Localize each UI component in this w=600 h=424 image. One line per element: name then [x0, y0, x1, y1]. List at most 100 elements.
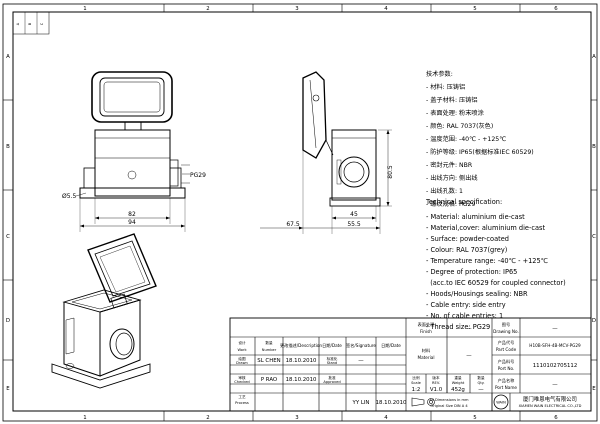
work-cn: 设计 [238, 340, 246, 345]
rev-en: REV. [432, 381, 440, 385]
description-header: 更改描述/Description [280, 342, 322, 349]
tech-en-line: - Temperature range: -40℃ - +125℃ [426, 257, 548, 265]
front-view-dims: 82 94 Ø5.5 PG29 [62, 172, 206, 226]
port-no-en: Port No. [498, 366, 515, 371]
tech-spec-en: . Technical specification: [425, 198, 502, 206]
work-en: Work [237, 348, 247, 352]
col-label: 3 [295, 415, 298, 421]
tech-cn-line: - 螺纹规格: PG29 [426, 200, 475, 208]
tech-en-line: (acc.to IEC 60529 for coupled connector) [426, 279, 566, 287]
projection-symbol-icon [411, 397, 435, 407]
process-en: Process [235, 401, 249, 405]
tech-cn-line: - 防护等级: IP65(根据标准IEC 60529) [426, 148, 534, 156]
drawn-date: 18.10.2010 [286, 358, 317, 364]
scale-cn: 比例 [412, 375, 420, 380]
tech-en-line: - Degree of protection: IP65 [426, 268, 517, 276]
front-view [75, 71, 190, 232]
stand-cn: 标准化 [327, 356, 338, 361]
tech-cn-line: - 密封元件: NBR [426, 161, 473, 169]
drawing-no-value: — [552, 326, 558, 332]
tech-spec-en-lines: - Material: aluminium die-cast - Materia… [426, 213, 566, 331]
number-en: Number [262, 348, 277, 352]
col-label: 1 [83, 415, 86, 421]
stand-value: — [358, 358, 364, 364]
row-label: C [6, 234, 10, 240]
weight-value: 452g [451, 387, 465, 393]
finish-cn: 表面处理 [418, 321, 436, 328]
tech-cn-line: - 出线方向: 侧出线 [426, 174, 478, 182]
process-date: 18.10.2010 [376, 400, 407, 406]
revision-col: A [16, 22, 20, 25]
company-name-cn: 厦门唯恩电气有限公司 [523, 395, 577, 403]
checked-en: Checked [234, 380, 249, 384]
process-name: YY LIN [352, 400, 370, 406]
frame-labels: 1 2 3 4 5 6 1 2 3 4 5 6 A B C D E A B C … [6, 6, 596, 421]
date-header: 日期/Date [322, 343, 342, 349]
material-value: — [466, 353, 472, 359]
logo-text: WAIN [496, 401, 506, 405]
tech-cn-line: - 出线孔数: 1 [426, 187, 463, 195]
tech-en-title: Technical specification: [425, 198, 502, 206]
revision-col: B [28, 22, 32, 25]
part-code-en: Part Code [496, 347, 517, 352]
col-label: 5 [473, 6, 476, 12]
weight-cn: 重量 [454, 375, 462, 380]
scale-value: 1:2 [412, 387, 421, 393]
checked-date: 18.10.2010 [286, 377, 317, 383]
tech-cn-line: - 表面处理: 粉末喷涂 [426, 109, 484, 117]
drawing-no-en: Drawing No. [493, 329, 519, 334]
title-block-text: 表面处理 Finish — 材料 Material — 图号 Drawing N… [234, 321, 581, 408]
tech-cn-line: - 温度范围: -40℃ - +125℃ [426, 135, 506, 143]
dim-67-5: 67.5 [286, 221, 300, 228]
row-label: E [592, 386, 596, 392]
port-no-cn: 产品料号 [498, 358, 515, 365]
col-label: 2 [206, 415, 209, 421]
row-label: B [592, 144, 596, 150]
qty-value: — [478, 387, 484, 393]
date-header-2: 日期/Date [381, 343, 401, 349]
tech-cn-line: - 材料: 压铸铝 [426, 83, 465, 91]
tech-en-line: - Hoods/Housings sealing: NBR [426, 290, 528, 298]
company-logo: WAIN [493, 394, 509, 410]
dim-94: 94 [128, 219, 136, 226]
drawn-en: Drawn [236, 361, 248, 365]
weight-en: Weight [452, 381, 465, 385]
rev-value: V1.0 [430, 387, 443, 393]
tech-en-line: - Surface: powder-coated [426, 235, 509, 243]
port-no-value: 1110102705112 [533, 363, 578, 369]
col-label: 6 [554, 415, 558, 421]
material-en: Material [417, 355, 434, 360]
qty-cn: 数量 [477, 375, 485, 380]
col-label: 4 [384, 415, 388, 421]
dim-hole: Ø5.5 [62, 193, 76, 200]
port-name-en: Port Name [495, 385, 517, 390]
drawing-no-cn: 图号 [502, 322, 510, 328]
dim-55-5: 55.5 [347, 221, 361, 228]
dim-80-5: 80.5 [387, 165, 394, 179]
size-note: Original Size DIN A 4 [430, 404, 468, 408]
finish-value: — [466, 326, 472, 332]
tech-spec-cn: 技术参数: - 材料: 压铸铝 - 盖子材料: 压铸铝 - 表面处理: 粉末喷涂… [426, 70, 534, 208]
material-cn: 材料 [422, 347, 431, 354]
approved-en: Approved [323, 380, 340, 384]
signature-header: 签名/Signature [346, 342, 376, 349]
qty-en: Qty. [478, 381, 485, 385]
tech-en-line: - No. of cable entries: 1 [426, 312, 503, 320]
row-label: A [592, 54, 596, 60]
number-cn: 数量 [265, 340, 273, 345]
port-name-value: — [552, 382, 558, 388]
tech-cn-line: - 颜色: RAL 7037(灰色) [426, 122, 493, 130]
finish-en: Finish [420, 329, 432, 334]
row-label: E [6, 386, 10, 392]
dim-thread: PG29 [190, 172, 206, 179]
process-cn: 工艺 [238, 394, 246, 399]
col-label: 5 [473, 415, 476, 421]
tech-en-line: - Material,cover: aluminium die-cast [426, 224, 545, 232]
row-label: B [6, 144, 10, 150]
dim-82: 82 [128, 211, 136, 218]
tech-en-line: - Colour: RAL 7037(grey) [426, 246, 507, 254]
revision-col: C [40, 22, 44, 25]
col-label: 3 [295, 6, 298, 12]
row-label: D [592, 318, 596, 324]
